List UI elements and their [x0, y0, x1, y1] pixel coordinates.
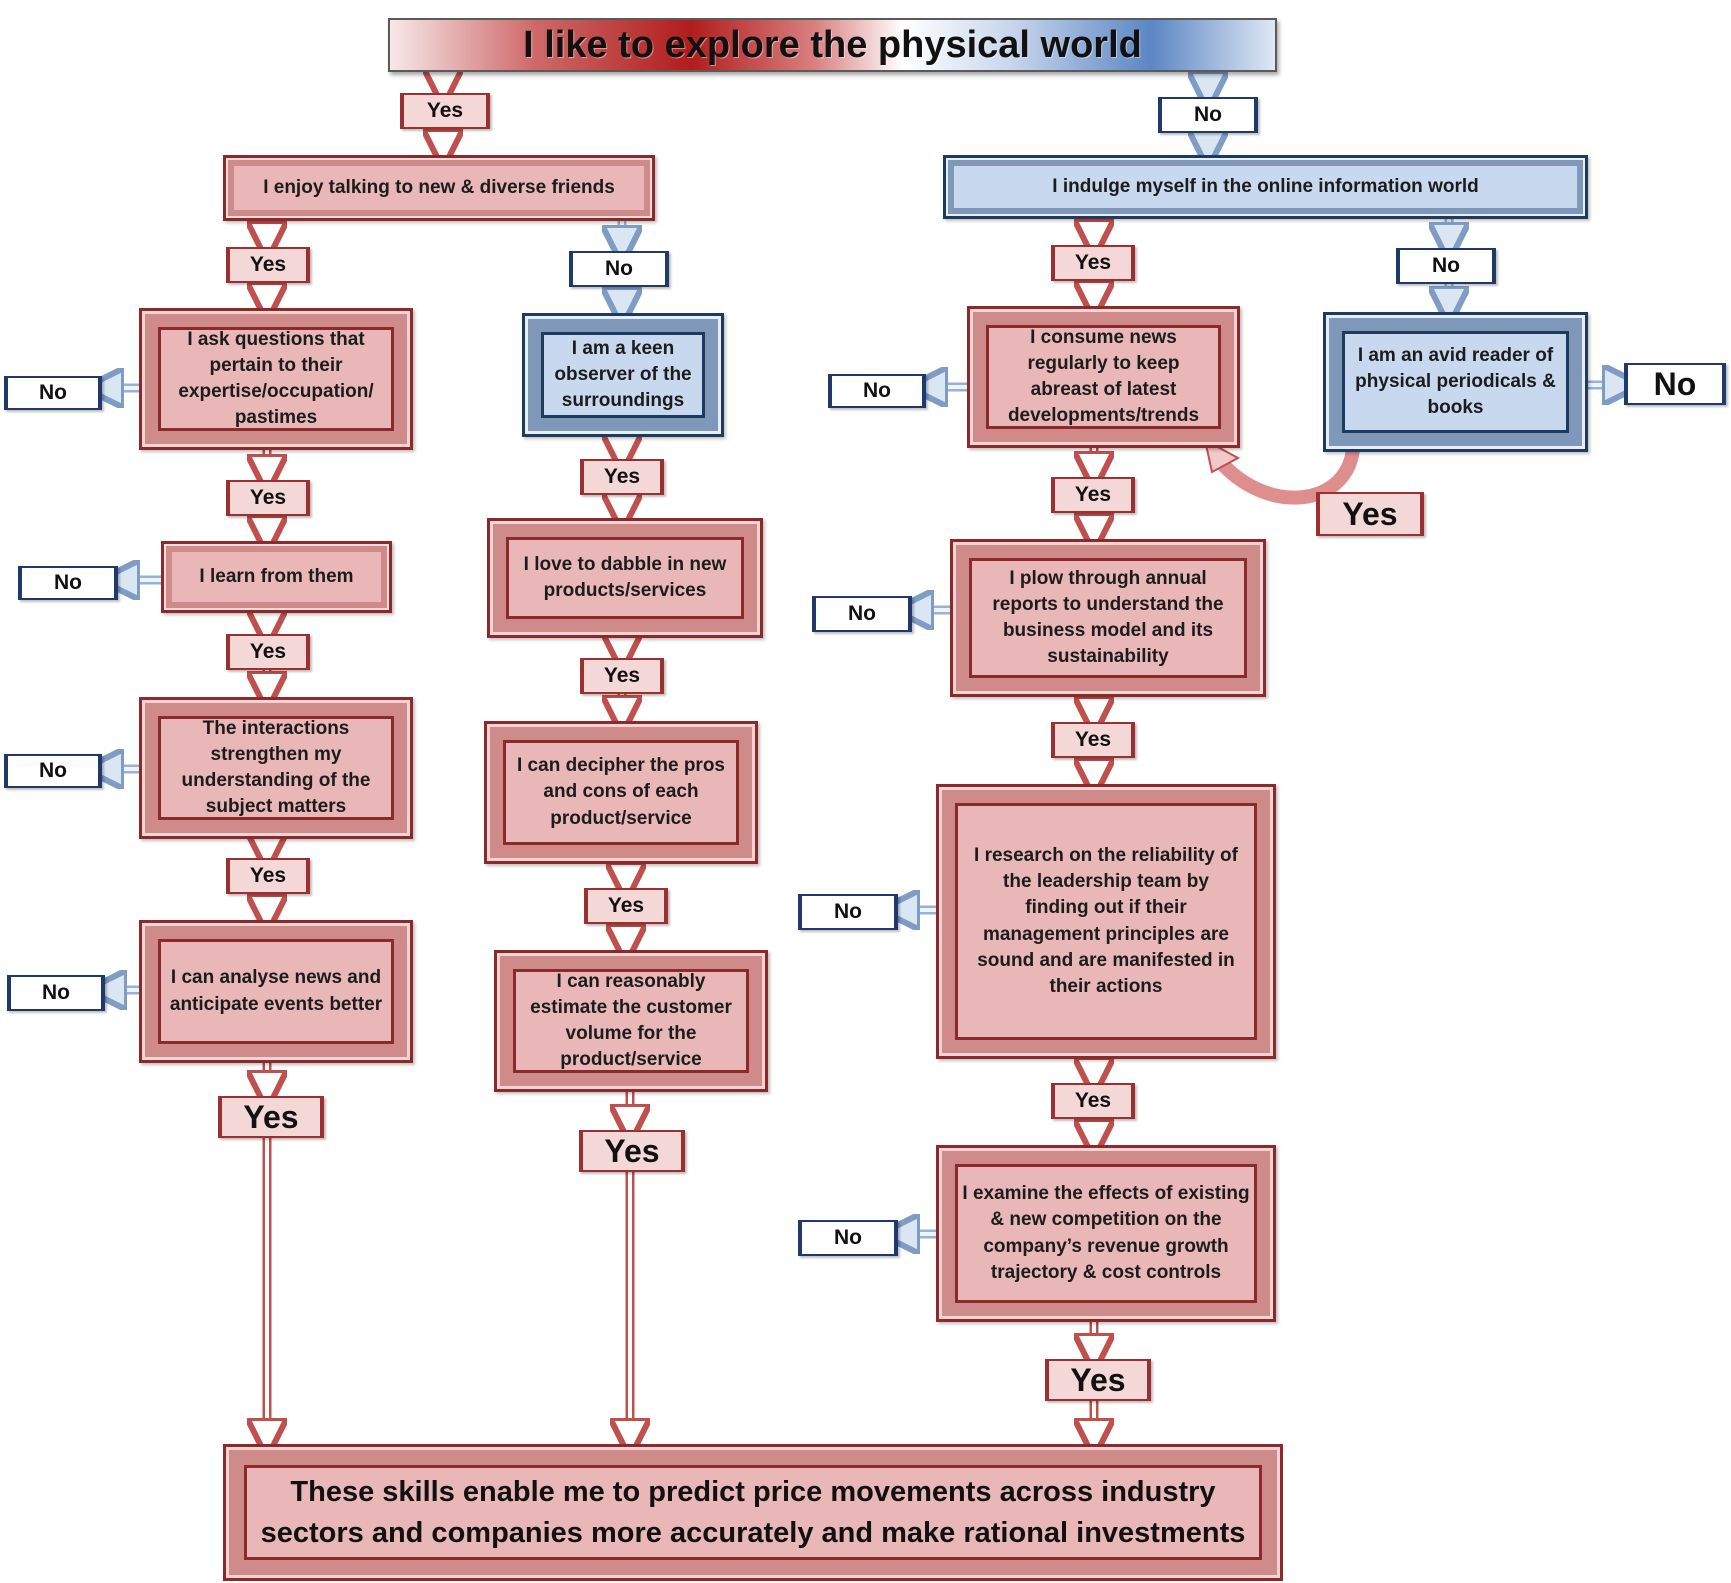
- node-talk-friends: I enjoy talking to new & diverse friends: [223, 155, 655, 221]
- node-learn-from-them: I learn from them: [161, 541, 392, 613]
- label-no-news: No: [828, 374, 926, 408]
- label-yes-analyse: Yes: [218, 1096, 324, 1138]
- node-conclusion: These skills enable me to predict price …: [223, 1444, 1283, 1581]
- curved-yes-arrow: [1208, 443, 1360, 505]
- label-no-interactions: No: [4, 754, 102, 788]
- title-text: I like to explore the physical world: [523, 23, 1142, 66]
- node-leadership-text: I research on the reliability of the lea…: [974, 844, 1238, 997]
- node-annual-reports: I plow through annual reports to underst…: [950, 539, 1266, 697]
- node-estimate-volume-text: I can reasonably estimate the customer v…: [530, 970, 732, 1071]
- node-online-world: I indulge myself in the online informati…: [943, 155, 1588, 219]
- node-pros-cons-text: I can decipher the pros and cons of each…: [517, 755, 725, 829]
- node-interactions-text: The interactions strengthen my understan…: [181, 717, 371, 818]
- node-annual-reports-text: I plow through annual reports to underst…: [992, 567, 1224, 668]
- label-yes-title: Yes: [400, 93, 490, 129]
- label-no-reader: No: [1624, 363, 1726, 405]
- node-avid-reader-text: I am an avid reader of physical periodic…: [1355, 344, 1556, 419]
- label-yes-reports: Yes: [1051, 722, 1135, 758]
- label-no-leadership: No: [798, 894, 898, 930]
- label-no-title: No: [1158, 97, 1258, 133]
- label-yes-observer: Yes: [580, 459, 664, 495]
- label-yes-learn: Yes: [226, 634, 310, 670]
- title-banner: I like to explore the physical world: [388, 18, 1277, 72]
- label-yes-talk: Yes: [226, 247, 310, 283]
- label-yes-reader: Yes: [1316, 492, 1424, 536]
- node-leadership: I research on the reliability of the lea…: [936, 784, 1276, 1059]
- label-yes-competition: Yes: [1045, 1359, 1151, 1401]
- label-yes-ask: Yes: [226, 480, 310, 516]
- node-dabble-products: I love to dabble in new products/service…: [487, 518, 763, 638]
- node-online-world-text: I indulge myself in the online informati…: [1052, 175, 1479, 197]
- node-competition: I examine the effects of existing & new …: [936, 1145, 1276, 1322]
- label-no-reports: No: [812, 596, 912, 632]
- node-talk-friends-text: I enjoy talking to new & diverse friends: [263, 176, 615, 198]
- node-consume-news-text: I consume news regularly to keep abreast…: [1007, 326, 1200, 427]
- label-no-analyse: No: [7, 975, 105, 1011]
- label-no-learn: No: [18, 566, 118, 600]
- node-keen-observer: I am a keen observer of the surroundings: [522, 313, 724, 437]
- node-conclusion-text: These skills enable me to predict price …: [260, 1476, 1246, 1549]
- node-interactions: The interactions strengthen my understan…: [139, 697, 413, 839]
- node-ask-questions-text: I ask questions that pertain to their ex…: [178, 328, 374, 429]
- node-consume-news: I consume news regularly to keep abreast…: [967, 306, 1240, 448]
- node-avid-reader: I am an avid reader of physical periodic…: [1323, 312, 1588, 452]
- node-analyse-news-text: I can analyse news and anticipate events…: [169, 967, 383, 1015]
- label-yes-interactions: Yes: [226, 858, 310, 894]
- node-dabble-products-text: I love to dabble in new products/service…: [523, 553, 727, 601]
- node-ask-questions: I ask questions that pertain to their ex…: [139, 308, 413, 450]
- label-yes-leadership: Yes: [1051, 1083, 1135, 1119]
- label-no-online: No: [1396, 248, 1496, 284]
- label-no-competition: No: [798, 1220, 898, 1256]
- label-no-talk: No: [569, 251, 669, 287]
- label-no-ask: No: [4, 376, 102, 410]
- node-analyse-news: I can analyse news and anticipate events…: [139, 920, 413, 1063]
- label-yes-pros: Yes: [584, 888, 668, 924]
- node-competition-text: I examine the effects of existing & new …: [962, 1183, 1250, 1283]
- label-yes-news: Yes: [1051, 477, 1135, 513]
- node-estimate-volume: I can reasonably estimate the customer v…: [494, 950, 768, 1092]
- node-keen-observer-text: I am a keen observer of the surroundings: [554, 337, 692, 412]
- label-yes-dabble: Yes: [580, 658, 664, 694]
- label-yes-estimate: Yes: [579, 1130, 685, 1172]
- node-pros-cons: I can decipher the pros and cons of each…: [484, 721, 758, 864]
- label-yes-online: Yes: [1051, 245, 1135, 281]
- node-learn-from-them-text: I learn from them: [199, 565, 354, 587]
- curved-yes-arrow-head: [1203, 438, 1241, 474]
